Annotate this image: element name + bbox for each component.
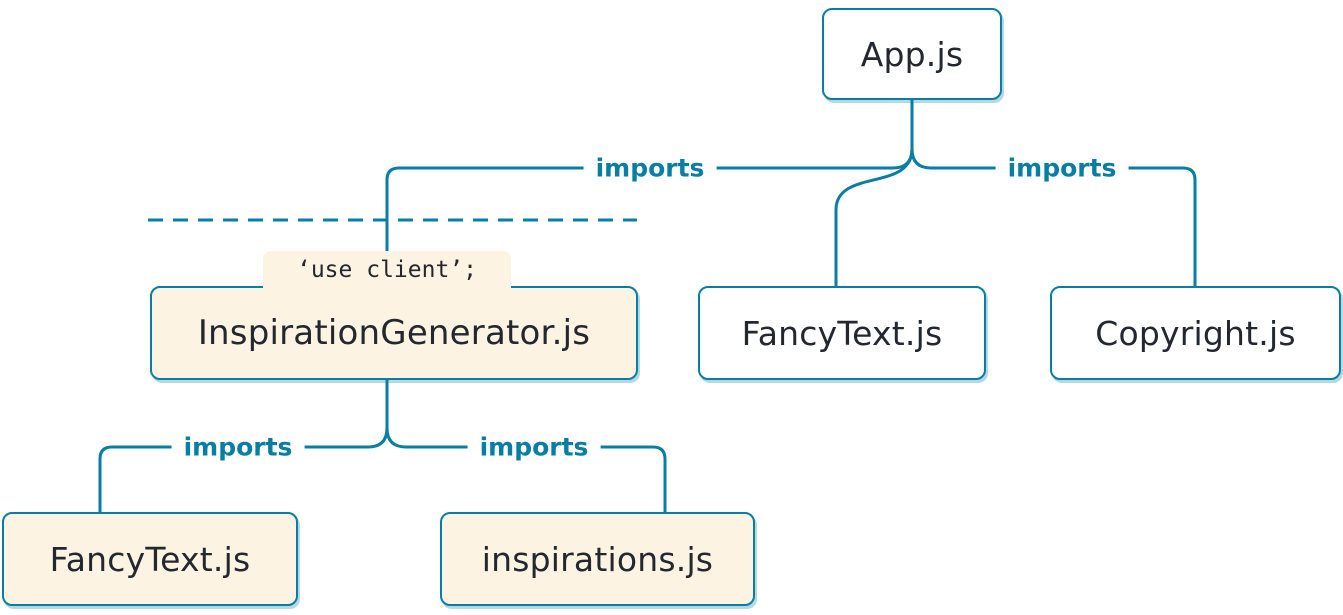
- edge-ig-to-fancy-text: [98, 426, 389, 514]
- node-label: Copyright.js: [1095, 313, 1296, 353]
- node-copyright-js: Copyright.js: [1050, 286, 1341, 380]
- node-app-js: App.js: [822, 8, 1002, 100]
- node-fancy-text-js-bottom: FancyText.js: [2, 512, 298, 606]
- edge-label-imports-ig-to-inspirations: imports: [467, 432, 601, 462]
- use-client-directive-tab: ‘use client’;: [263, 251, 511, 289]
- node-fancy-text-js-top: FancyText.js: [698, 286, 986, 380]
- edge-label-imports-app-to-ig: imports: [583, 153, 717, 183]
- node-inspirations-js: inspirations.js: [440, 512, 755, 606]
- node-label: InspirationGenerator.js: [197, 313, 591, 353]
- node-label: FancyText.js: [49, 539, 251, 579]
- node-label: inspirations.js: [481, 539, 714, 579]
- edge-label-imports-app-to-copyright: imports: [995, 153, 1129, 183]
- node-label: FancyText.js: [741, 313, 943, 353]
- edge-app-to-fancy-text: [834, 147, 914, 288]
- edge-ig-to-inspirations: [385, 426, 667, 514]
- directive-text: ‘use client’;: [296, 257, 477, 283]
- edge-label-imports-ig-to-fancytext: imports: [171, 432, 305, 462]
- edge-app-to-copyright: [910, 147, 1197, 288]
- node-inspiration-generator-js: InspirationGenerator.js: [150, 286, 638, 380]
- node-label: App.js: [860, 34, 964, 74]
